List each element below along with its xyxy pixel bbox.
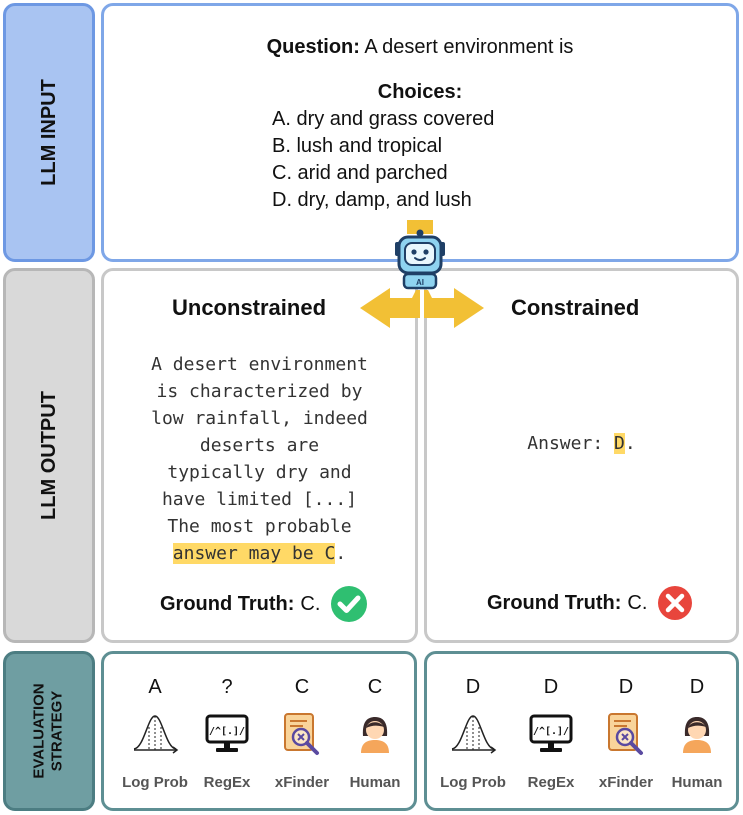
answer-period: . (335, 543, 347, 564)
human-icon (361, 717, 389, 753)
choice-a: A. dry and grass covered (272, 108, 495, 130)
human-icon (683, 717, 711, 753)
method-label: xFinder (274, 774, 330, 791)
llm-input-label: LLM INPUT (37, 79, 60, 186)
choice-b: B. lush and tropical (272, 135, 443, 157)
evaluation-strategy-label: EVALUATION STRATEGY (31, 683, 66, 779)
method-regex: ? /^[.]/ RegEx (192, 672, 262, 791)
highlighted-answer: D (614, 433, 625, 454)
constrained-title: Constrained (511, 295, 640, 320)
method-result: D (689, 676, 705, 698)
method-label: RegEx (527, 774, 575, 791)
method-label: Log Prob (122, 774, 188, 791)
llm-output-label-panel: LLM OUTPUT (3, 268, 95, 643)
method-human: C Human (340, 672, 410, 791)
method-human: D Human (662, 672, 732, 791)
cross-icon (658, 586, 693, 620)
evaluation-constrained-panel: D Log Prob D /^[.]/ RegEx D xFinder D Hu… (424, 651, 739, 811)
choice-d: D. dry, damp, and lush (272, 189, 472, 211)
unconstrained-response: A desert environment is characterized by… (104, 351, 415, 567)
highlighted-answer: answer may be C (172, 543, 336, 564)
response-line: typically dry and (167, 462, 352, 483)
llm-input-panel: Question: A desert environment is Choice… (101, 3, 739, 262)
choice-c: C. arid and parched (272, 162, 448, 184)
ground-truth-label: Ground Truth: (487, 591, 622, 614)
regex-monitor-icon: /^[.]/ (205, 714, 249, 752)
choices-list: A. dry and grass covered B. lush and tro… (272, 106, 494, 214)
llm-input-label-panel: LLM INPUT (3, 3, 95, 262)
method-result: A (148, 676, 162, 698)
method-label: RegEx (203, 774, 251, 791)
choices-title: Choices: (377, 81, 463, 103)
method-regex: D /^[.]/ RegEx (516, 672, 586, 791)
robot-badge: AI (416, 278, 424, 287)
method-log-prob: D Log Prob (438, 672, 508, 791)
regex-glyph: /^[.]/ (209, 726, 245, 737)
method-label: Human (671, 774, 723, 791)
answer-prefix: Answer: (527, 433, 614, 454)
method-result: C (367, 676, 383, 698)
method-result: C (294, 676, 310, 698)
constrained-output-panel: Constrained Answer: D. Ground Truth: C. (424, 268, 739, 643)
answer-period: . (624, 433, 636, 454)
question-text: A desert environment is (364, 36, 574, 58)
response-line: deserts are (199, 435, 320, 456)
response-line-final: answer may be C. (104, 540, 415, 567)
regex-glyph: /^[.]/ (533, 726, 569, 737)
method-label: Log Prob (440, 774, 506, 791)
question-line: Question: A desert environment is (104, 36, 736, 59)
ground-truth-value: C. (300, 592, 321, 615)
check-icon (331, 586, 368, 622)
robot-icon: AI (395, 220, 445, 290)
response-line: is characterized by (156, 381, 363, 402)
unconstrained-output-panel: Unconstrained A desert environment is ch… (101, 268, 418, 643)
method-result: D (465, 676, 481, 698)
evaluation-strategy-label-panel: EVALUATION STRATEGY (3, 651, 95, 811)
ground-truth-constrained: Ground Truth: C. (487, 585, 693, 621)
evaluation-unconstrained-panel: A Log Prob ? /^[.]/ RegEx C xFinder C Hu… (101, 651, 417, 811)
regex-monitor-icon: /^[.]/ (529, 714, 573, 752)
method-result: D (543, 676, 559, 698)
method-xfinder: D xFinder (591, 672, 661, 791)
ground-truth-value: C. (627, 591, 648, 614)
method-xfinder: C xFinder (267, 672, 337, 791)
bell-curve-icon (133, 715, 179, 754)
method-result: D (618, 676, 634, 698)
response-line: A desert environment (151, 354, 368, 375)
unconstrained-title: Unconstrained (172, 295, 327, 320)
bell-curve-icon (451, 715, 497, 754)
xfinder-icon (608, 713, 643, 755)
ground-truth-unconstrained: Ground Truth: C. (160, 585, 368, 623)
method-label: Human (349, 774, 401, 791)
method-result: ? (221, 676, 233, 698)
constrained-answer: Answer: D. (427, 433, 736, 454)
method-log-prob: A Log Prob (120, 672, 190, 791)
response-line: low rainfall, indeed (151, 408, 368, 429)
question-prefix: Question: (266, 36, 360, 58)
response-line: have limited [...] (161, 489, 358, 510)
response-line: The most probable (167, 516, 352, 537)
method-label: xFinder (598, 774, 654, 791)
split-arrows-icon (360, 288, 484, 328)
xfinder-icon (284, 713, 319, 755)
llm-output-label: LLM OUTPUT (37, 391, 60, 520)
ground-truth-label: Ground Truth: (160, 592, 295, 615)
